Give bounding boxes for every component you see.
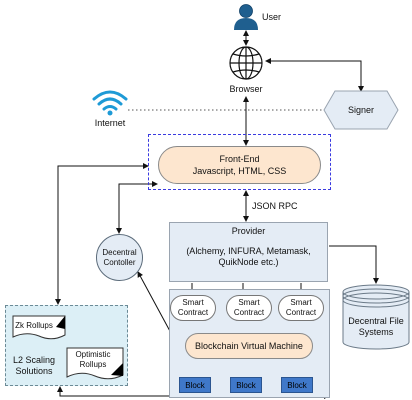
optimistic-rollups-line1: Optimistic	[75, 350, 111, 359]
provider-storage-link	[329, 245, 379, 284]
wifi-icon	[92, 90, 128, 116]
decentral-controller-line1: Decentral	[102, 247, 137, 257]
provider-line2: QuikNode etc.)	[218, 257, 279, 267]
decentral-controller-node: Decentral Contoller	[96, 234, 143, 281]
block-3-label: Block	[287, 380, 307, 390]
storage-line2: Systems	[358, 327, 394, 337]
json-rpc-label: JSON RPC	[252, 201, 298, 211]
smart-contract-2: Smart Contract	[226, 295, 272, 321]
blockchain-vm-label: Blockchain Virtual Machine	[195, 341, 303, 351]
controller-frontend-link	[116, 181, 158, 234]
internet-label: Internet	[94, 118, 126, 128]
smart-contract-2-line2: Contract	[233, 308, 265, 317]
decentral-controller-line2: Contoller	[103, 257, 136, 267]
block-2: Block	[230, 377, 262, 393]
zk-rollups-label: Zk Rollups	[15, 321, 53, 330]
frontend-container	[148, 134, 331, 190]
storage-line1: Decentral File	[348, 316, 404, 326]
frontend-node: Front-End Javascript, HTML, CSS	[158, 146, 321, 184]
provider-node: Provider (Alchemy, INFURA, Metamask, Qui…	[169, 222, 328, 282]
optimistic-rollups-line2: Rollups	[79, 360, 107, 369]
smart-contract-3: Smart Contract	[278, 295, 324, 321]
l2-title-line2: Solutions	[15, 366, 53, 376]
blockchain-vm-node: Blockchain Virtual Machine	[185, 333, 313, 359]
smart-contract-1-line2: Contract	[177, 308, 209, 317]
l2-title-line1: L2 Scaling	[12, 355, 56, 365]
signer-label: Signer	[347, 105, 374, 115]
frontend-subtitle: Javascript, HTML, CSS	[192, 166, 287, 176]
signer-node	[323, 90, 399, 130]
optimistic-rollups-doc	[66, 347, 124, 380]
provider-line1: (Alchemy, INFURA, Metamask,	[186, 246, 311, 256]
zk-rollups-doc	[12, 315, 66, 340]
smart-contract-3-line2: Contract	[285, 308, 317, 317]
smart-contract-3-line1: Smart	[290, 298, 312, 307]
smart-contract-2-line1: Smart	[238, 298, 260, 307]
globe-icon	[229, 46, 263, 80]
storage-cylinder	[342, 284, 410, 350]
block-2-label: Block	[236, 380, 256, 390]
browser-label: Browser	[229, 84, 263, 94]
smart-contract-1: Smart Contract	[170, 295, 216, 321]
frontend-l2-link	[55, 163, 149, 305]
browser-signer-link	[265, 58, 364, 92]
frontend-title: Front-End	[219, 154, 260, 164]
block-3: Block	[281, 377, 313, 393]
block-1: Block	[179, 377, 211, 393]
smart-contract-1-line1: Smart	[182, 298, 204, 307]
block-1-label: Block	[185, 380, 205, 390]
user-icon	[234, 4, 258, 30]
provider-title: Provider	[231, 226, 266, 236]
user-label: User	[262, 12, 282, 22]
